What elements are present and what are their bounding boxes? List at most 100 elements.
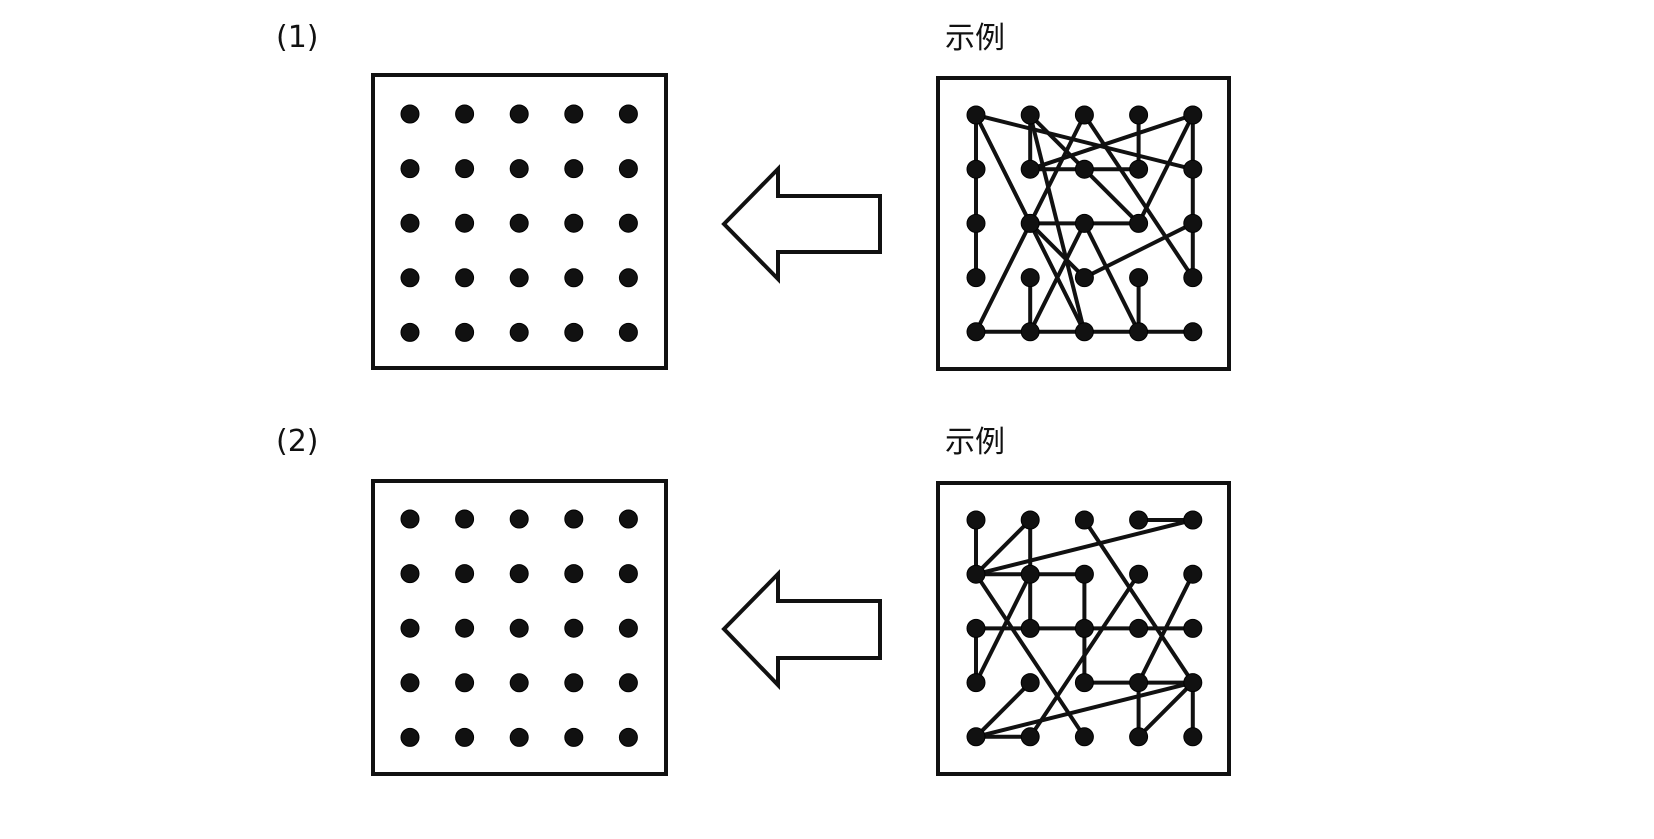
problem-2-blank-peg[interactable] bbox=[564, 727, 584, 747]
problem-1-example-peg bbox=[1183, 213, 1203, 233]
problem-1-blank-peg[interactable] bbox=[618, 322, 638, 342]
problem-2-blank-peg[interactable] bbox=[618, 509, 638, 529]
problem-1-blank-peg[interactable] bbox=[509, 213, 529, 233]
problem-2-number: (2) bbox=[276, 424, 319, 459]
problem-1-example-peg bbox=[1074, 105, 1094, 125]
problem-2-blank-pegs bbox=[400, 509, 638, 747]
problem-1-blank-peg[interactable] bbox=[564, 213, 584, 233]
problem-1-example-peg bbox=[1074, 322, 1094, 342]
problem-2-blank-peg[interactable] bbox=[509, 509, 529, 529]
problem-1-blank-peg[interactable] bbox=[618, 104, 638, 124]
problem-2-blank-peg[interactable] bbox=[400, 564, 420, 584]
problem-2-blank-peg[interactable] bbox=[509, 727, 529, 747]
problem-2-example-peg bbox=[1074, 510, 1094, 530]
problem-1-example-peg bbox=[1020, 213, 1040, 233]
problem-1-blank-peg[interactable] bbox=[400, 104, 420, 124]
problem-2-blank-peg[interactable] bbox=[455, 618, 475, 638]
problem-2-example-rubber-band bbox=[974, 518, 1195, 577]
problem-2-blank-peg[interactable] bbox=[400, 673, 420, 693]
problem-1-example-peg bbox=[1183, 268, 1203, 288]
problem-1-blank-peg[interactable] bbox=[509, 159, 529, 179]
problem-1-example-peg bbox=[966, 105, 986, 125]
problem-1-blank-peg[interactable] bbox=[509, 268, 529, 288]
problem-2-blank-peg[interactable] bbox=[618, 564, 638, 584]
problem-1-blank-peg[interactable] bbox=[618, 213, 638, 233]
problem-1-example-peg bbox=[1129, 213, 1149, 233]
problem-1-blank-peg[interactable] bbox=[564, 322, 584, 342]
problem-2-blank-peg[interactable] bbox=[618, 618, 638, 638]
problem-1-example-peg bbox=[1074, 268, 1094, 288]
problem-1-blank-peg[interactable] bbox=[400, 322, 420, 342]
problem-2-blank-peg[interactable] bbox=[509, 618, 529, 638]
problem-2-blank-peg[interactable] bbox=[564, 509, 584, 529]
problem-1-blank-peg[interactable] bbox=[455, 268, 475, 288]
problem-2-blank-peg[interactable] bbox=[400, 727, 420, 747]
problem-2-blank-peg[interactable] bbox=[564, 673, 584, 693]
problem-2-blank-peg[interactable] bbox=[618, 727, 638, 747]
problem-1-example-peg bbox=[1129, 105, 1149, 125]
problem-1-example-peg bbox=[1020, 105, 1040, 125]
problem-2-blank-peg[interactable] bbox=[509, 673, 529, 693]
problem-2-example-peg bbox=[1183, 618, 1203, 638]
problem-1-blank-peg[interactable] bbox=[455, 322, 475, 342]
problem-1-example-rubber-band bbox=[1082, 221, 1195, 280]
problem-1-example-edges bbox=[974, 113, 1195, 334]
problem-2-example-rubber-band bbox=[1082, 518, 1195, 685]
problem-1-blank-peg[interactable] bbox=[564, 104, 584, 124]
problem-2-example-peg bbox=[1129, 618, 1149, 638]
problem-1-example-peg bbox=[966, 159, 986, 179]
problem-1-example-rubber-band bbox=[1082, 113, 1195, 280]
problem-1-example-peg bbox=[966, 322, 986, 342]
problem-1-blank-peg[interactable] bbox=[400, 268, 420, 288]
problem-2-example-label: 示例 bbox=[945, 425, 1005, 460]
problem-2-example-peg bbox=[1074, 673, 1094, 693]
problem-1-blank-peg[interactable] bbox=[564, 159, 584, 179]
problem-1-blank-peg[interactable] bbox=[455, 159, 475, 179]
problem-2-blank-peg[interactable] bbox=[400, 618, 420, 638]
problem-2-example-peg bbox=[966, 618, 986, 638]
problem-2-example-peg bbox=[1183, 510, 1203, 530]
problem-1: (1) 示例 bbox=[276, 20, 1231, 371]
problem-1-blank-peg[interactable] bbox=[564, 268, 584, 288]
problem-2-example-peg bbox=[966, 727, 986, 747]
problem-1-blank-peg[interactable] bbox=[455, 104, 475, 124]
problem-1-blank-peg[interactable] bbox=[400, 159, 420, 179]
problem-2: (2) 示例 bbox=[276, 424, 1231, 776]
problem-1-example-rubber-band bbox=[1028, 221, 1087, 334]
problem-2-example-peg bbox=[1020, 564, 1040, 584]
problem-1-example-rubber-band bbox=[1136, 113, 1195, 226]
problem-2-example-peg bbox=[1183, 564, 1203, 584]
problem-2-blank-peg[interactable] bbox=[455, 564, 475, 584]
problem-1-example-peg bbox=[1020, 322, 1040, 342]
problem-2-blank-peg[interactable] bbox=[618, 673, 638, 693]
problem-2-example-peg bbox=[1074, 727, 1094, 747]
problem-2-example-rubber-band bbox=[974, 680, 1033, 739]
problem-2-blank-peg[interactable] bbox=[455, 509, 475, 529]
problem-2-blank-peg[interactable] bbox=[455, 727, 475, 747]
problem-2-example-peg bbox=[1183, 727, 1203, 747]
problem-1-blank-peg[interactable] bbox=[618, 159, 638, 179]
problem-1-example-peg bbox=[1183, 105, 1203, 125]
problem-1-example-peg bbox=[966, 268, 986, 288]
problem-2-left-arrow-icon bbox=[721, 569, 882, 690]
problem-2-blank-peg[interactable] bbox=[509, 564, 529, 584]
problem-2-blank-peg[interactable] bbox=[455, 673, 475, 693]
problem-1-left-arrow-icon bbox=[721, 164, 882, 284]
problem-2-blank-peg[interactable] bbox=[400, 509, 420, 529]
problem-1-blank-peg[interactable] bbox=[509, 322, 529, 342]
problem-2-example-rubber-band bbox=[1136, 680, 1195, 739]
problem-1-blank-peg[interactable] bbox=[455, 213, 475, 233]
problem-1-example-peg bbox=[1129, 159, 1149, 179]
problem-2-example-peg bbox=[966, 673, 986, 693]
problem-2-blank-peg[interactable] bbox=[564, 618, 584, 638]
problem-2-example-peg bbox=[1020, 727, 1040, 747]
problem-2-blank-peg[interactable] bbox=[564, 564, 584, 584]
problem-1-blank-peg[interactable] bbox=[509, 104, 529, 124]
problem-1-example-peg bbox=[1020, 159, 1040, 179]
problem-2-example-peg bbox=[1129, 564, 1149, 584]
problem-1-blank-peg[interactable] bbox=[618, 268, 638, 288]
problem-1-blank-peg[interactable] bbox=[400, 213, 420, 233]
problem-2-example-pegs bbox=[966, 510, 1203, 747]
problem-2-example-peg bbox=[1020, 510, 1040, 530]
